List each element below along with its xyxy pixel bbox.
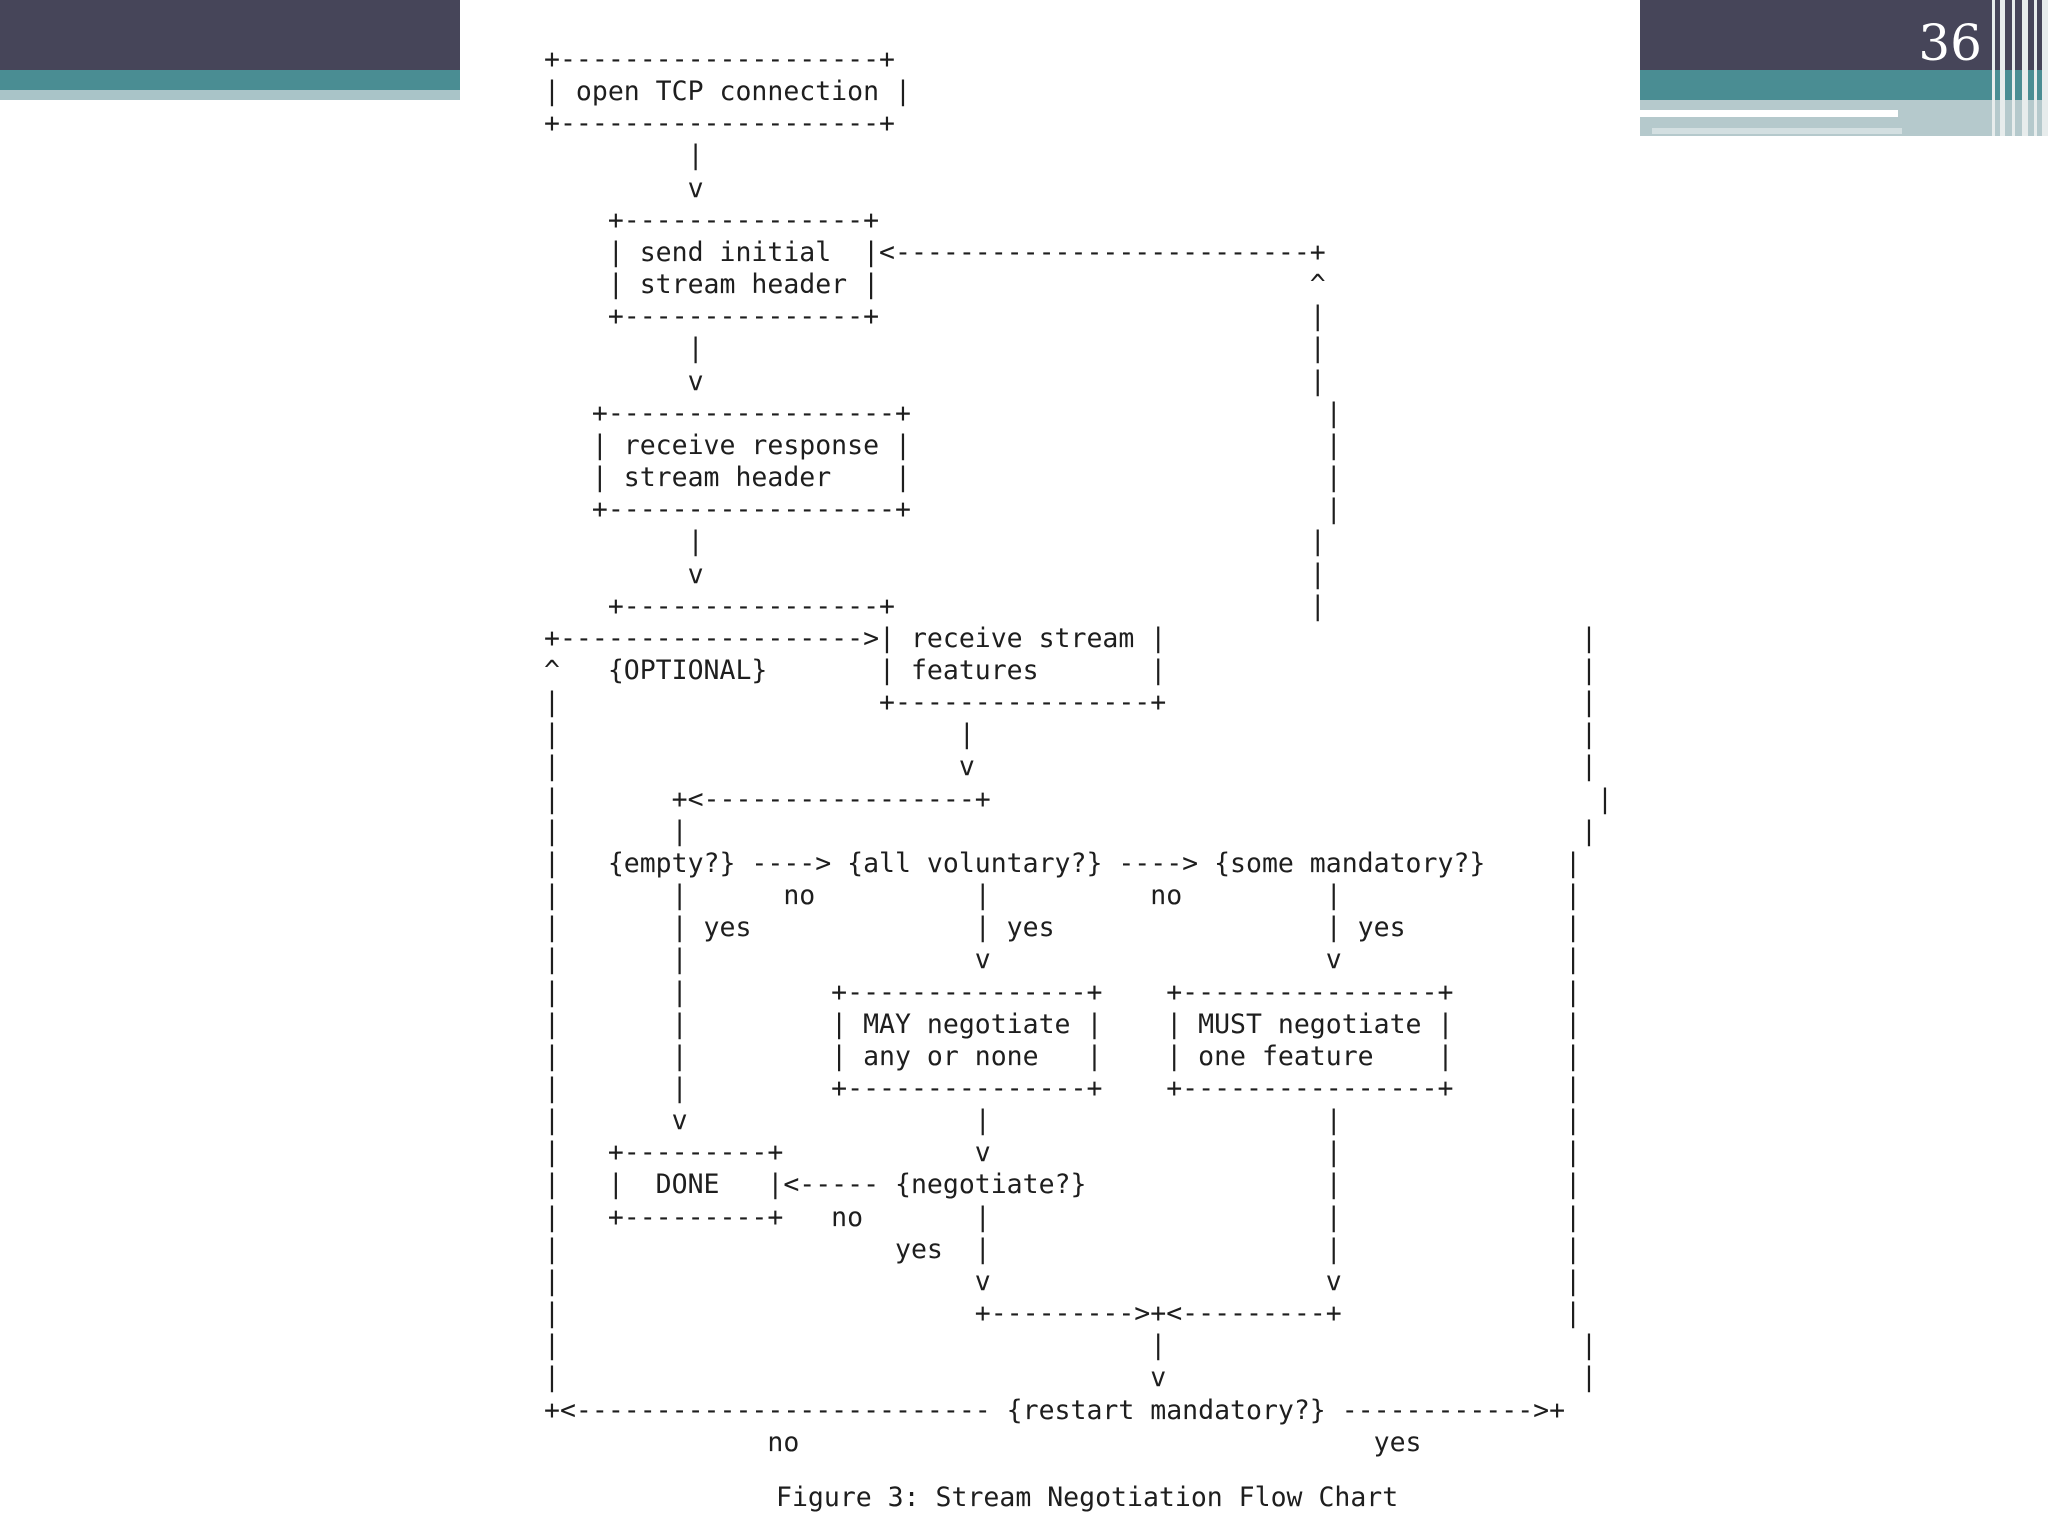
header-bar-left bbox=[0, 0, 460, 70]
stream-negotiation-flowchart: +--------------------+ | open TCP connec… bbox=[544, 44, 1613, 1458]
figure-caption: Figure 3: Stream Negotiation Flow Chart bbox=[776, 1482, 1399, 1513]
slide-number: 36 bbox=[1918, 14, 1982, 72]
header-bar-right bbox=[1640, 0, 2048, 70]
header-bar-left-shadow bbox=[0, 90, 460, 100]
header-rule-secondary bbox=[1652, 128, 1902, 134]
header-bar-right-accent bbox=[1640, 70, 2048, 100]
header-rule bbox=[1640, 110, 1898, 117]
header-stripes bbox=[1988, 0, 2048, 136]
header-bar-left-accent bbox=[0, 70, 460, 90]
figure-page bbox=[460, 0, 1640, 1536]
